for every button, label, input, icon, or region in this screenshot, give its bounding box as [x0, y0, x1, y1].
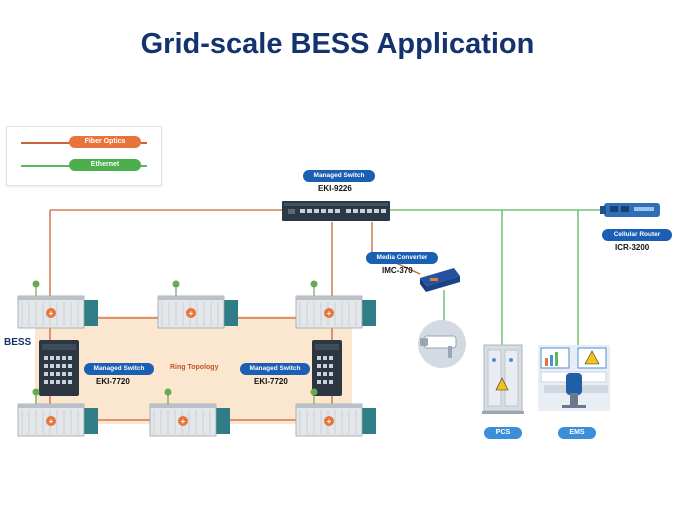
media-converter-device	[420, 268, 460, 292]
svg-text:+: +	[181, 417, 186, 426]
battery-container: +	[295, 388, 376, 437]
ethernet-links	[390, 209, 606, 345]
left-switch-model: EKI-7720	[96, 377, 130, 386]
left-switch-tag: Managed Switch	[84, 363, 154, 375]
battery-container: +	[17, 388, 98, 437]
svg-text:+: +	[327, 417, 332, 426]
left-ring-switch-device	[39, 340, 79, 396]
ip-camera-device	[418, 320, 466, 368]
ring-topology-label: Ring Topology	[170, 364, 219, 371]
svg-text:+: +	[49, 309, 54, 318]
ems-label: EMS	[558, 427, 596, 439]
battery-container: +	[295, 280, 376, 329]
cellular-router-tag: Cellular Router	[602, 229, 672, 241]
right-switch-tag: Managed Switch	[240, 363, 310, 375]
ethernet-legend-label: Ethernet	[69, 159, 141, 171]
pcs-cabinet-device	[482, 344, 524, 414]
media-converter-model: IMC-370	[382, 266, 413, 275]
right-switch-model: EKI-7720	[254, 377, 288, 386]
svg-text:+: +	[189, 309, 194, 318]
page-title: Grid-scale BESS Application	[140, 28, 535, 60]
battery-container: +	[157, 280, 238, 329]
battery-container: +	[17, 280, 98, 329]
media-converter-tag: Media Converter	[366, 252, 438, 264]
fiber-legend-label: Fiber Optics	[69, 136, 141, 148]
ems-workstation-device	[538, 345, 610, 411]
core-switch-tag: Managed Switch	[303, 170, 375, 182]
cellular-router-device	[600, 203, 660, 217]
legend: Fiber Optics Ethernet	[6, 126, 162, 186]
cellular-router-model: ICR-3200	[615, 243, 650, 252]
bess-label: BESS	[4, 337, 32, 348]
pcs-label: PCS	[484, 427, 522, 439]
svg-text:+: +	[49, 417, 54, 426]
svg-text:+: +	[327, 309, 332, 318]
core-switch-device	[282, 201, 390, 221]
battery-container: +	[149, 388, 230, 437]
core-switch-model: EKI-9226	[318, 184, 352, 193]
right-ring-switch-device	[312, 340, 342, 396]
